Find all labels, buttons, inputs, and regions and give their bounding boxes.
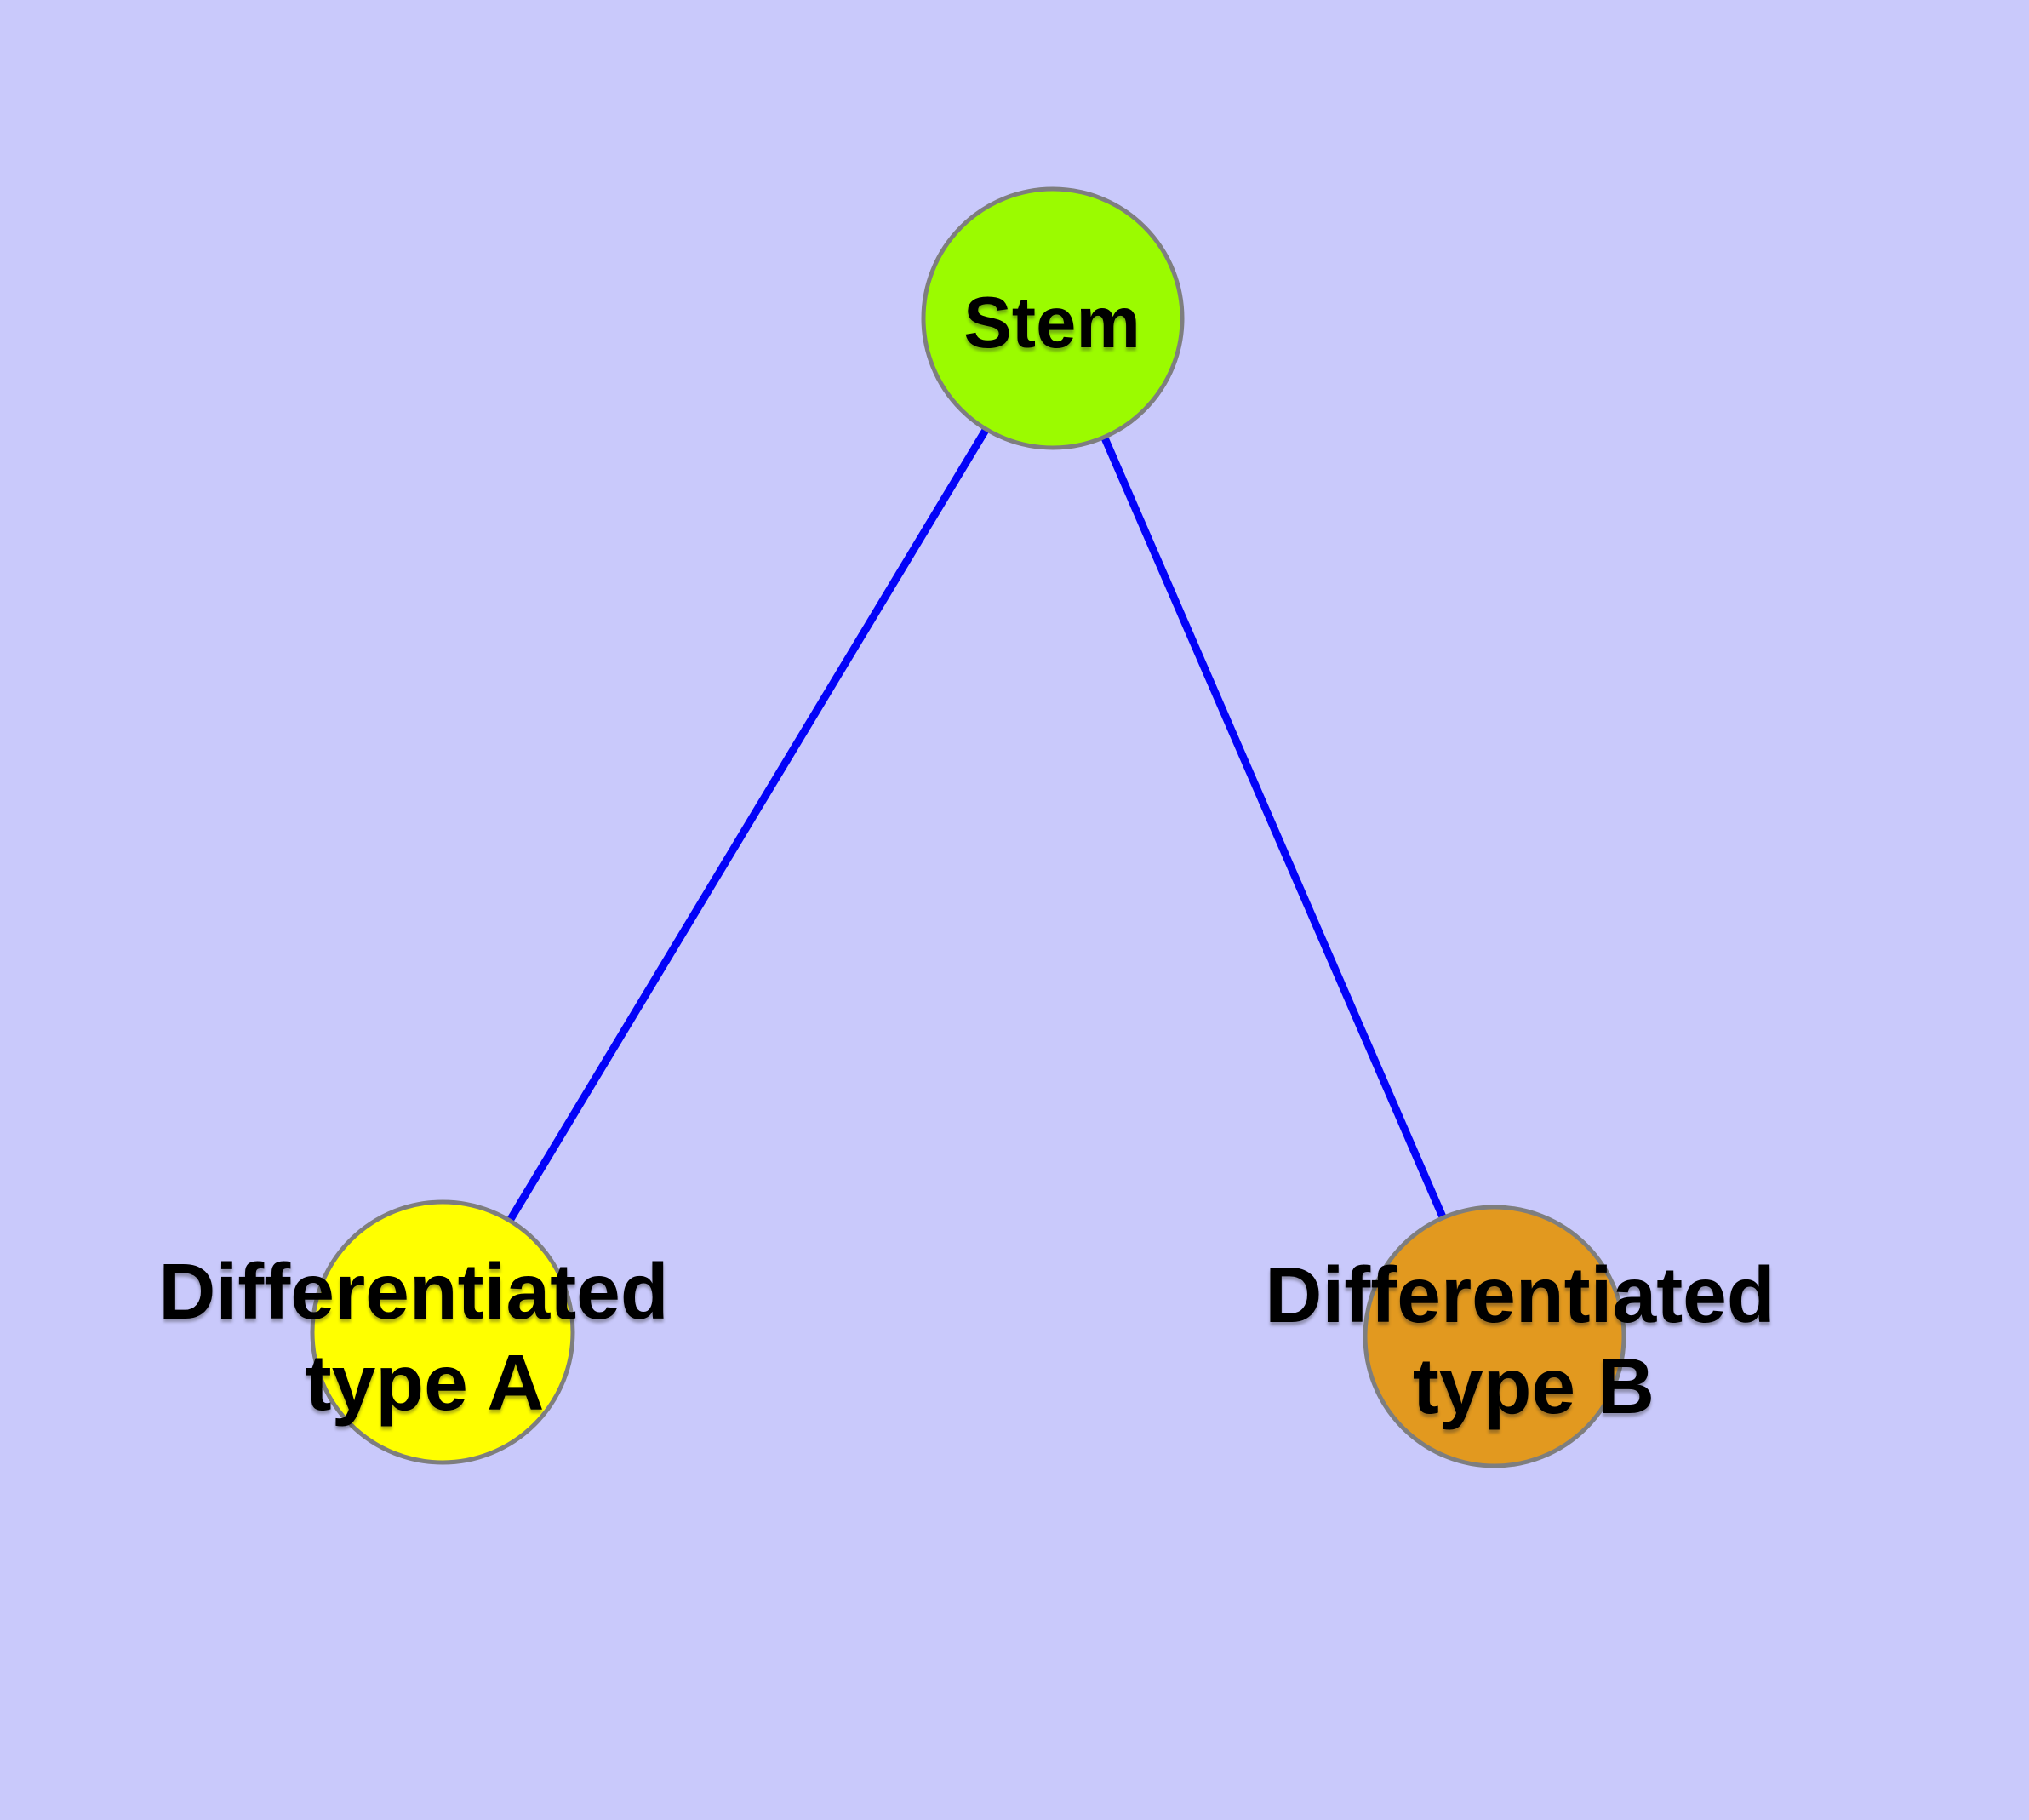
- node-label-type-b-line1: Differentiated: [1265, 1251, 1775, 1339]
- node-stem: [921, 186, 1185, 450]
- node-label-stem: Stem: [963, 283, 1140, 363]
- node-differentiated-type-b: [1363, 1205, 1626, 1468]
- edge-stem-to-type-a: [439, 316, 1056, 1335]
- node-differentiated-type-a: [310, 1199, 575, 1465]
- node-label-type-a-line1: Differentiated: [158, 1247, 668, 1336]
- node-label-type-a-line2: type A: [306, 1338, 545, 1427]
- edge-stem-to-type-b: [1049, 317, 1499, 1338]
- node-label-type-b-line2: type B: [1413, 1342, 1655, 1430]
